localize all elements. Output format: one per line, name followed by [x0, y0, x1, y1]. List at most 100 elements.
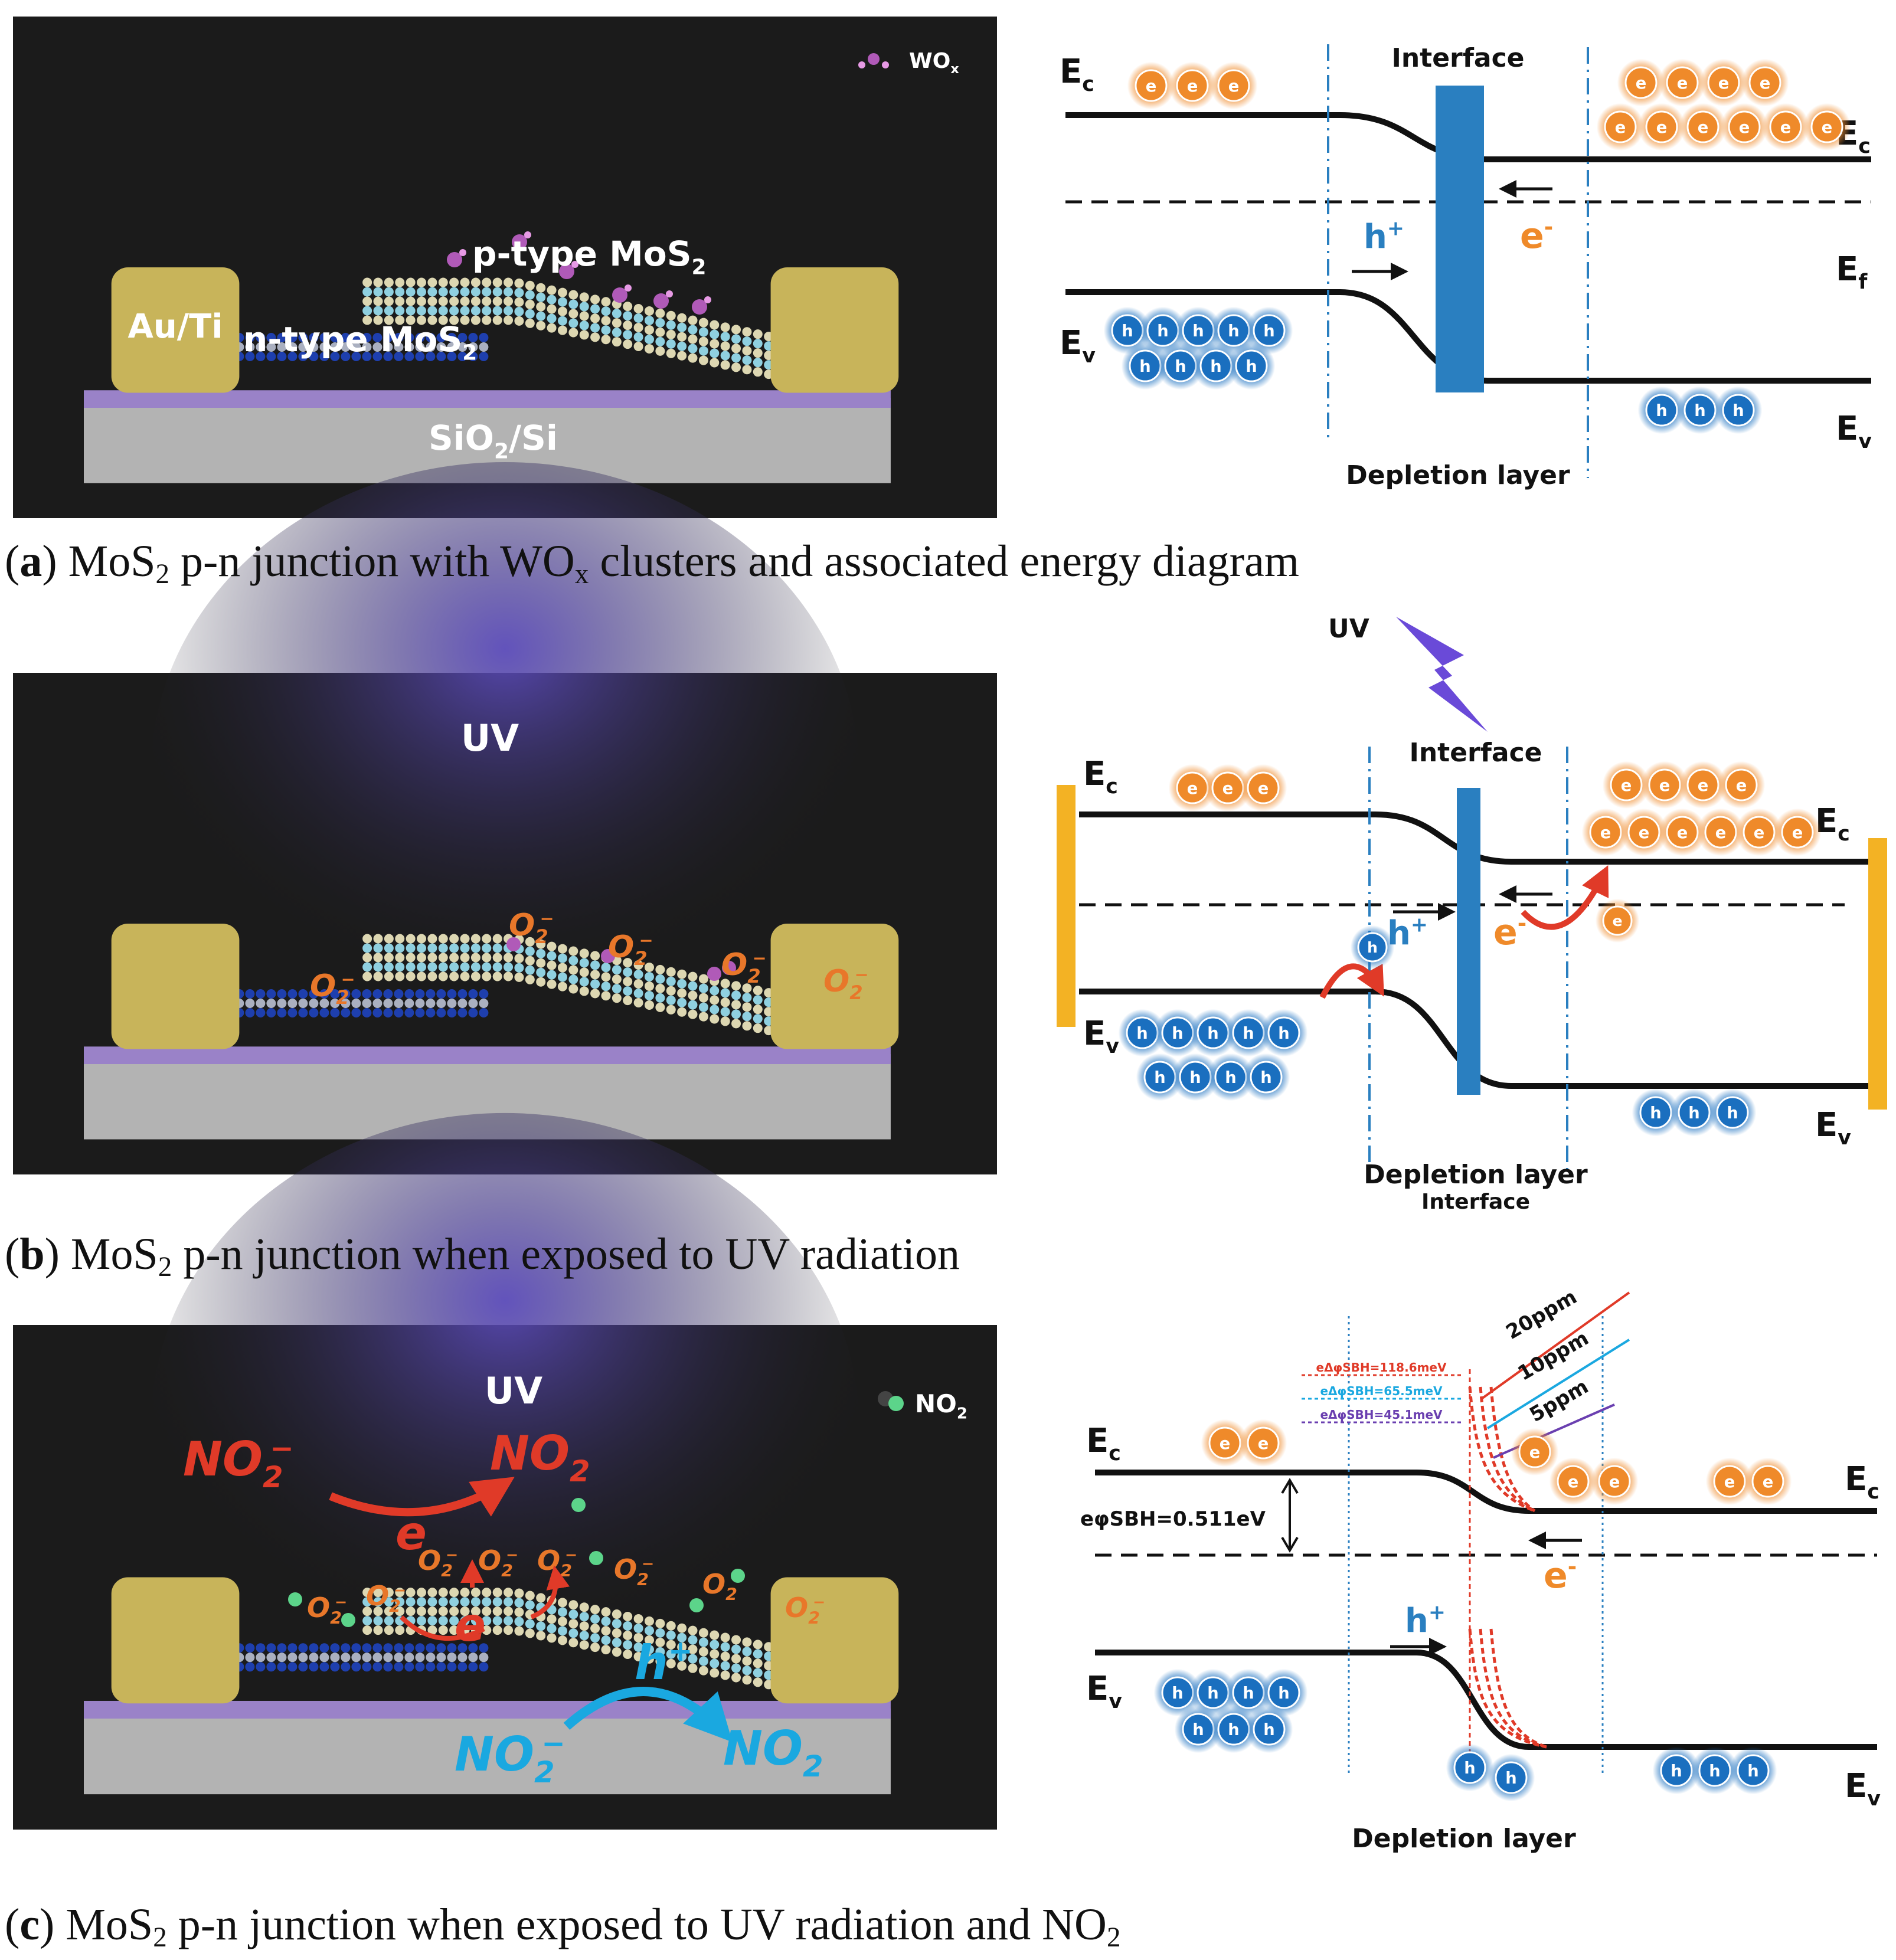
- n-mos2-atom: [362, 1008, 372, 1017]
- carrier-letter: e: [1698, 777, 1709, 795]
- p-mos2-atom: [742, 983, 752, 993]
- n-mos2-atom: [457, 1008, 468, 1017]
- p-mos2-atom: [449, 287, 459, 297]
- p-mos2-atom: [470, 1606, 480, 1617]
- p-mos2-atom: [579, 986, 589, 996]
- p-mos2-atom: [644, 325, 654, 335]
- hole-ball: h: [1670, 1088, 1718, 1137]
- no2-molecule: [341, 1613, 355, 1627]
- p-mos2-atom: [612, 309, 622, 319]
- p-mos2-atom: [742, 1656, 752, 1666]
- wox-cluster: [447, 252, 462, 267]
- n-mos2-atom: [245, 342, 255, 352]
- no2-reaction-arrow: [329, 1477, 515, 1517]
- n-mos2-atom: [457, 1662, 468, 1672]
- n-mos2-atom: [426, 333, 436, 342]
- electron-ball: e: [1717, 761, 1766, 809]
- p-mos2-atom: [362, 315, 372, 325]
- carrier-letter: e: [1677, 74, 1688, 93]
- p-mos2-atom: [612, 1638, 622, 1648]
- electron-label: e-: [1493, 910, 1526, 953]
- n-mos2-atom: [245, 1643, 255, 1653]
- carrier-letter: e: [1187, 780, 1198, 798]
- p-mos2-atom: [504, 953, 514, 963]
- wox-cluster: [707, 967, 721, 981]
- p-mos2-atom: [590, 970, 600, 980]
- p-mos2-atom: [373, 971, 383, 981]
- n-mos2-atom: [436, 999, 446, 1008]
- p-mos2-atom: [373, 1588, 383, 1598]
- n-mos2-atom: [436, 1008, 446, 1017]
- p-mos2-atom: [568, 309, 578, 319]
- p-mos2-atom: [504, 1588, 514, 1598]
- n-mos2-atom: [266, 1643, 276, 1653]
- uv-label-band: UV: [1328, 614, 1369, 644]
- p-mos2-atom: [395, 315, 405, 325]
- n-mos2-atom: [330, 1643, 340, 1653]
- substrate-label: SiO2/Si: [429, 418, 558, 464]
- p-mos2-atom: [482, 306, 492, 316]
- hole-ball: h: [1652, 1746, 1701, 1795]
- p-mos2-atom: [601, 306, 611, 316]
- p-type-label: p-type MoS2: [472, 234, 707, 280]
- o2-minus-label: O2−: [785, 1592, 825, 1628]
- p-mos2-atom: [677, 1642, 687, 1652]
- p-mos2-atom: [633, 304, 643, 314]
- p-mos2-atom: [710, 329, 720, 339]
- n-mos2-atom: [298, 989, 308, 999]
- o2-minus-label: O2−: [721, 947, 767, 987]
- n-mos2-atom: [351, 342, 361, 352]
- n-mos2-atom: [479, 999, 489, 1008]
- n-mos2-atom: [341, 333, 351, 342]
- p-mos2-atom: [666, 967, 676, 977]
- p-mos2-atom: [568, 328, 578, 338]
- n-mos2-atom: [383, 1662, 393, 1672]
- p-mos2-atom: [710, 1014, 720, 1024]
- p-mos2-atom: [710, 339, 720, 349]
- p-mos2-atom: [449, 962, 459, 972]
- n-mos2-atom: [266, 989, 276, 999]
- n-mos2-atom: [383, 999, 393, 1008]
- p-mos2-atom: [536, 1593, 546, 1603]
- p-mos2-atom: [731, 981, 741, 991]
- carrier-letter: h: [1278, 1025, 1289, 1043]
- p-mos2-atom: [753, 1014, 763, 1024]
- p-mos2-atom: [655, 974, 665, 984]
- p-mos2-atom: [742, 1637, 752, 1647]
- p-mos2-atom: [710, 1630, 720, 1640]
- p-mos2-atom: [536, 302, 546, 312]
- n-mos2-atom: [468, 333, 478, 342]
- p-mos2-atom: [742, 1675, 752, 1685]
- p-mos2-atom: [612, 1609, 622, 1619]
- n-mos2-atom: [319, 342, 329, 352]
- p-mos2-atom: [460, 287, 470, 297]
- p-mos2-atom: [384, 1616, 394, 1626]
- p-mos2-atom: [677, 341, 687, 351]
- electron-ball: e: [1741, 58, 1789, 107]
- p-mos2-atom: [557, 1598, 567, 1608]
- p-mos2-atom: [438, 1606, 448, 1617]
- wox-legend-label: WOx: [909, 49, 959, 77]
- p-mos2-atom: [601, 325, 611, 335]
- n-mos2-atom: [362, 1643, 372, 1653]
- p-mos2-atom: [742, 346, 752, 356]
- carrier-letter: e: [1228, 77, 1240, 96]
- p-mos2-atom: [514, 297, 524, 307]
- p-mos2-atom: [579, 1631, 589, 1641]
- carrier-letter: e: [1780, 119, 1792, 137]
- ec-label-right: Ec: [1845, 1460, 1879, 1504]
- n-mos2-atom: [309, 342, 319, 352]
- p-mos2-atom: [470, 306, 480, 316]
- depletion-label: Depletion layer: [1364, 1160, 1588, 1190]
- p-mos2-atom: [698, 1656, 708, 1666]
- n-mos2-atom: [479, 1643, 489, 1653]
- p-mos2-atom: [677, 313, 687, 323]
- p-mos2-atom: [655, 1647, 665, 1657]
- n-mos2-atom: [436, 989, 446, 999]
- n-mos2-atom: [256, 333, 266, 342]
- p-mos2-atom: [536, 939, 546, 949]
- p-mos2-atom: [525, 1600, 535, 1610]
- p-mos2-atom: [384, 277, 394, 287]
- p-mos2-atom: [557, 1607, 567, 1617]
